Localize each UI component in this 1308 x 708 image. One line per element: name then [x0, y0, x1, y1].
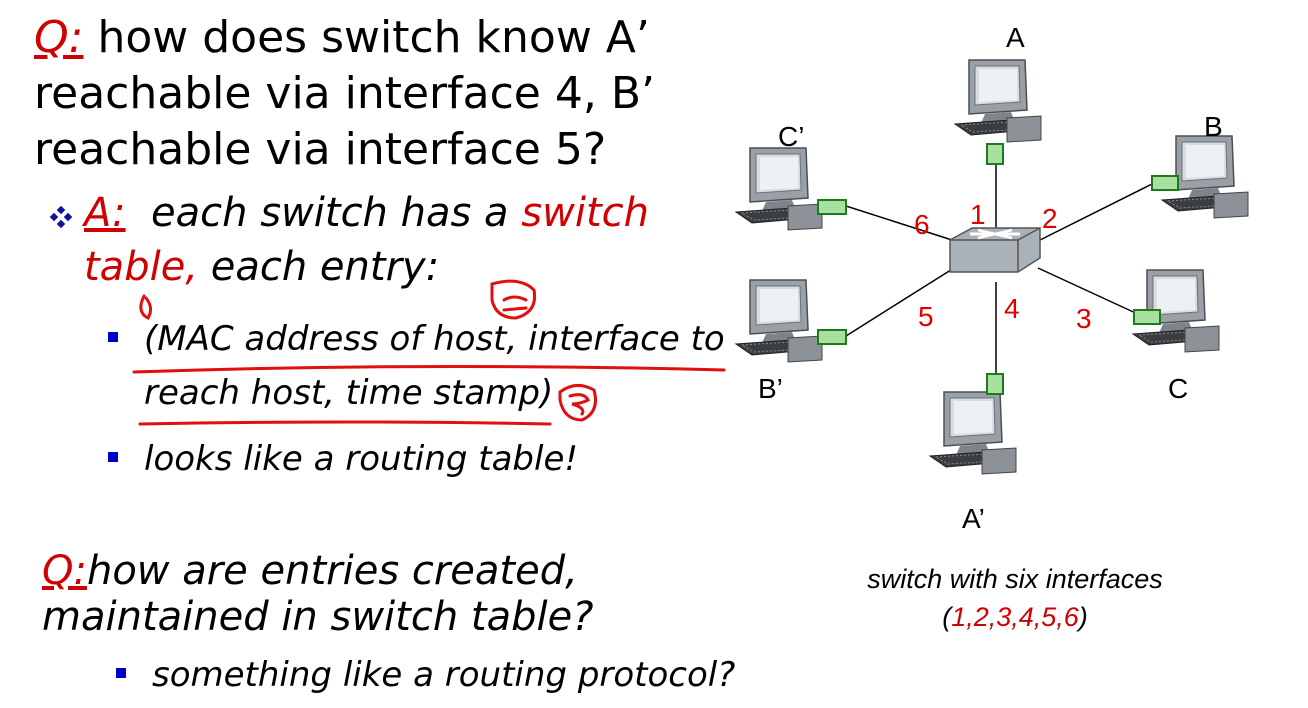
q2-line-1: how are entries created, [86, 548, 578, 594]
q1-line-3: reachable via interface 5? [34, 124, 607, 175]
switch-icon [949, 227, 1041, 273]
answer-red-2: table, [84, 244, 199, 290]
entry-line-1: (MAC address of host, interface to [144, 319, 725, 359]
diagram-caption: switch with six interfaces (1,2,3,4,5,6) [800, 560, 1230, 636]
annotation-2: 2 [0, 0, 1, 1]
port-label-5: 5 [918, 301, 934, 332]
host-A-computer-icon [954, 59, 1042, 143]
question-1: Q: how does switch know A’ reachable via… [34, 10, 655, 178]
host-C-prime-computer-icon [735, 147, 823, 231]
diamond-bullet-icon [50, 206, 72, 228]
routing-bullet: looks like a routing table! [144, 439, 578, 479]
annotation-3: 3 [0, 0, 1, 1]
q1-label: Q: [34, 12, 84, 63]
port-label-4: 4 [1004, 293, 1020, 324]
answer-text-2: each entry: [210, 244, 440, 290]
host-A-prime-computer-icon [929, 391, 1017, 475]
host-label-A: A [1006, 22, 1025, 53]
answer-text-1: each switch has a [151, 190, 509, 236]
square-bullet-icon [108, 332, 118, 342]
answer-label: A: [84, 190, 126, 236]
entry-line-2: reach host, time stamp) [144, 373, 554, 413]
square-bullet-icon [108, 452, 118, 462]
port-label-1: 1 [970, 199, 986, 230]
port-label-3: 3 [1076, 303, 1092, 334]
host-label-B-prime: B’ [758, 373, 783, 404]
caption-line-2: (1,2,3,4,5,6) [942, 602, 1088, 632]
answer-red-1: switch [521, 190, 649, 236]
q1-line-2: reachable via interface 4, B’ [34, 68, 655, 119]
port-connectors [817, 143, 1179, 395]
annotation-1: 1 [0, 0, 1, 1]
port-label-2: 2 [1042, 203, 1058, 234]
link-lines [845, 162, 1153, 376]
annotation-numbers: 1 2 3 [0, 0, 1, 1]
caption-line-1: switch with six interfaces [867, 564, 1163, 594]
q2-line-2: maintained in switch table? [42, 594, 594, 640]
caption-ports: 1,2,3,4,5,6 [951, 602, 1079, 632]
port-label-6: 6 [914, 209, 930, 240]
host-B-prime-computer-icon [735, 279, 823, 363]
host-label-C: C [1168, 373, 1188, 404]
q1-line-1: how does switch know A’ [97, 12, 650, 63]
host-label-A-prime: A’ [962, 503, 985, 534]
host-label-B: B [1204, 111, 1223, 142]
question-2: Q:how are entries created, maintained in… [42, 548, 593, 640]
protocol-bullet: something like a routing protocol? [152, 655, 736, 695]
host-label-C-prime: C’ [778, 121, 804, 152]
q2-label: Q: [42, 548, 87, 594]
square-bullet-icon [116, 668, 126, 678]
handwritten-annotations [132, 279, 726, 426]
